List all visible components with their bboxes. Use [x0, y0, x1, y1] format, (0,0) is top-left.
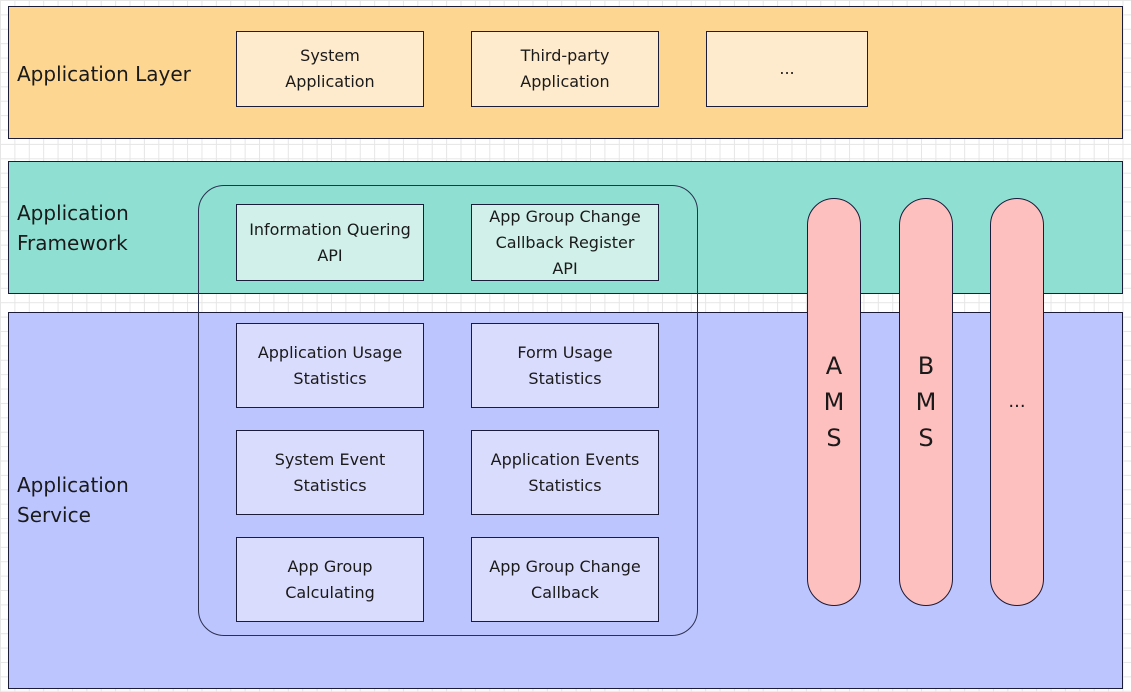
more-services-pill: ... — [990, 198, 1044, 606]
application-usage-statistics-box: Application Usage Statistics — [236, 323, 424, 408]
form-usage-statistics-box: Form Usage Statistics — [471, 323, 659, 408]
application-layer-label: Application Layer — [17, 62, 191, 86]
more-applications-box: ... — [706, 31, 868, 107]
system-application-box: System Application — [236, 31, 424, 107]
app-group-change-callback-register-api-box: App Group Change Callback Register API — [471, 204, 659, 281]
bms-pill: B M S — [899, 198, 953, 606]
app-group-calculating-box: App Group Calculating — [236, 537, 424, 622]
app-group-change-callback-box: App Group Change Callback — [471, 537, 659, 622]
application-events-statistics-box: Application Events Statistics — [471, 430, 659, 515]
ams-pill: A M S — [807, 198, 861, 606]
application-service-label: Application Service — [17, 473, 129, 527]
information-quering-api-box: Information Quering API — [236, 204, 424, 281]
third-party-application-box: Third-party Application — [471, 31, 659, 107]
application-framework-label: Application Framework — [17, 201, 129, 255]
system-event-statistics-box: System Event Statistics — [236, 430, 424, 515]
